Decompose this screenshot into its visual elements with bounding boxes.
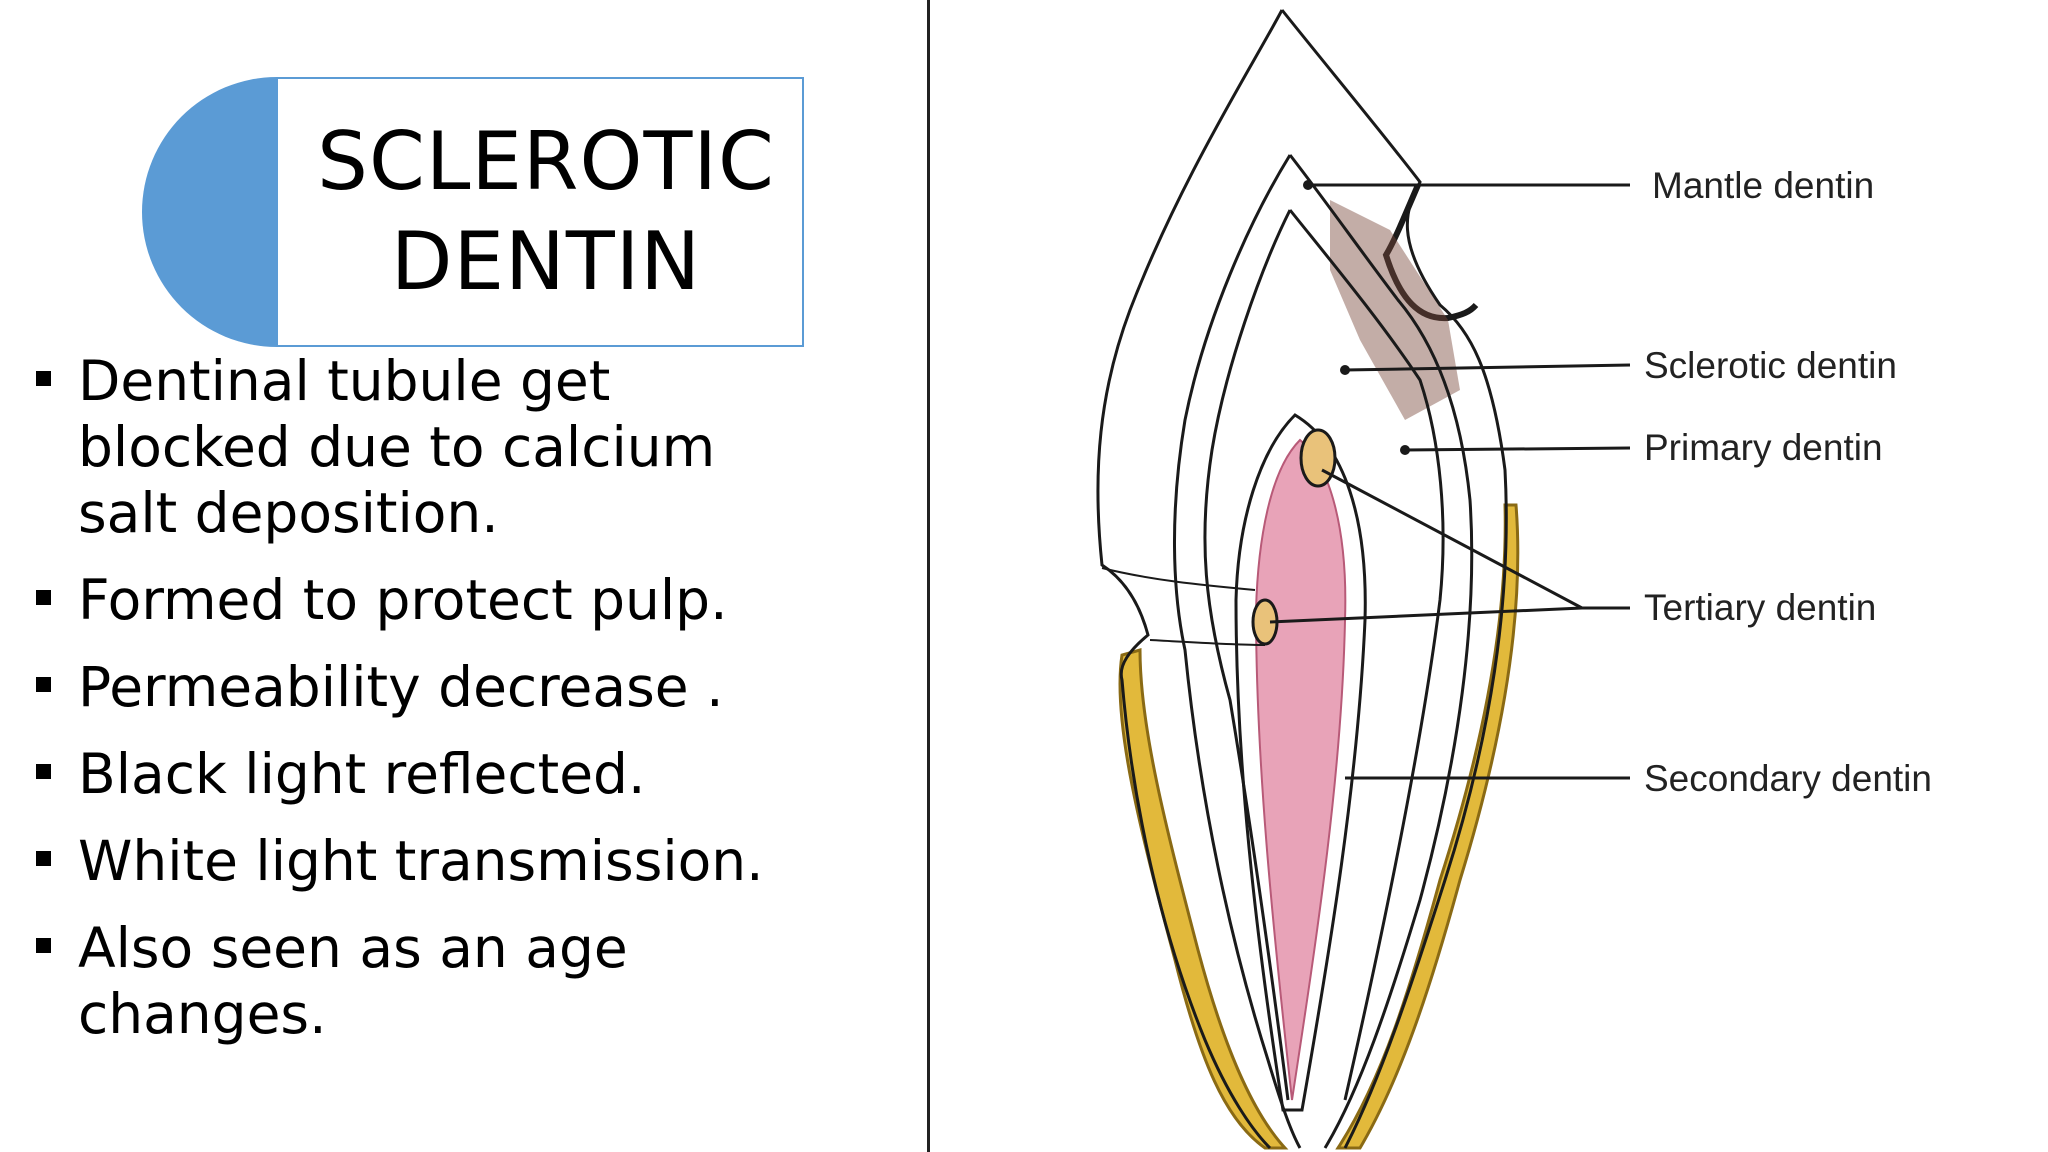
square-bullet-icon [36,938,51,953]
tooth-diagram: Mantle dentin Sclerotic dentin Primary d… [1096,9,1932,1150]
label-sclerotic-dentin: Sclerotic dentin [1644,345,1897,386]
bullet-text: Formed to protect pulp. [78,568,728,632]
bullet-item: Formed to protect pulp. [30,567,910,633]
leader-tertiary-lower [1269,606,1583,624]
carious-lesion-edge [1382,183,1479,322]
title-line-1: SCLEROTIC [317,115,775,208]
square-bullet-icon [36,590,51,605]
vertical-divider [927,0,930,1152]
tooth-outline [1096,9,1284,1150]
bullet-text: Permeability decrease . [78,655,724,719]
square-bullet-icon [36,851,51,866]
bullet-item: Black light reflected. [30,741,910,807]
square-bullet-icon [36,764,51,779]
cementum-right [1335,503,1520,1150]
dot-sclerotic [1340,365,1350,375]
pulp-chamber-outline-right [1288,209,1445,1101]
title-box: SCLEROTIC DENTIN [276,77,804,347]
label-secondary-dentin: Secondary dentin [1644,758,1932,799]
dentin-layer-outline-right [1288,154,1474,1149]
label-tertiary-dentin: Tertiary dentin [1644,587,1876,628]
bullet-list: Dentinal tubule get blocked due to calci… [30,348,910,1068]
dot-mantle [1303,180,1313,190]
tertiary-deposit-upper [1299,428,1337,488]
bullet-item: Dentinal tubule get blocked due to calci… [30,348,910,546]
label-mantle-dentin: Mantle dentin [1652,165,1874,206]
square-bullet-icon [36,371,51,386]
bullet-text: Black light reflected. [78,742,646,806]
tooth-outline-right [1280,9,1508,1149]
bullet-text: White light transmission. [78,829,764,893]
dentin-layer-outline [1173,154,1302,1149]
pulp-outline [1234,413,1367,1112]
dot-primary [1400,445,1410,455]
title-line-2: DENTIN [390,215,702,308]
bullet-item: White light transmission. [30,828,910,894]
leader-tertiary-upper [1321,468,1583,610]
pulp-chamber-outline [1203,209,1292,1101]
bullet-item: Also seen as an age changes. [30,915,910,1047]
bullet-text: Dentinal tubule get blocked due to calci… [78,349,716,545]
bullet-text: Also seen as an age changes. [78,916,628,1046]
leader-primary [1404,446,1631,452]
leader-sclerotic [1344,363,1631,372]
pulp-tissue [1254,438,1347,1101]
cej-line [1101,567,1266,646]
square-bullet-icon [36,677,51,692]
label-primary-dentin: Primary dentin [1644,427,1883,468]
bullet-item: Permeability decrease . [30,654,910,720]
sclerotic-zone [1330,200,1460,420]
